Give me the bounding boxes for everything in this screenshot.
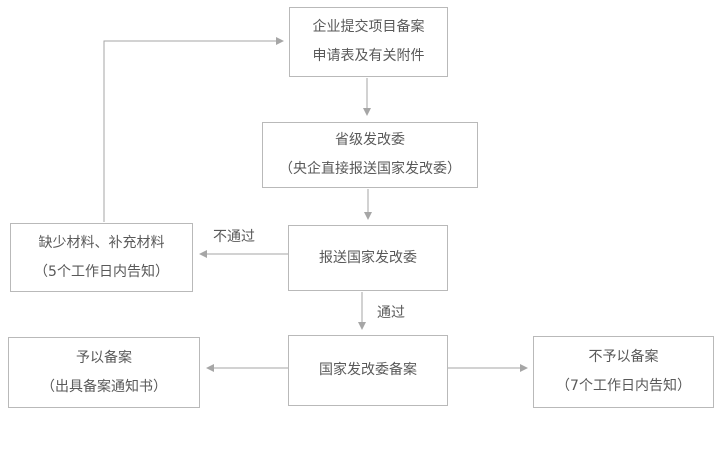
node-filing-granted: 予以备案 （出具备案通知书） <box>8 337 200 408</box>
node-text: （7个工作日内告知） <box>556 378 691 394</box>
edge-label-not-passed: 不通过 <box>213 229 255 245</box>
node-text: 省级发改委 <box>335 132 405 148</box>
node-national-drc-filing: 国家发改委备案 <box>288 335 448 406</box>
edge-label-passed: 通过 <box>377 305 405 321</box>
node-text: 国家发改委备案 <box>319 362 417 378</box>
node-text: 申请表及有关附件 <box>312 48 425 64</box>
node-text: （5个工作日内告知） <box>34 263 169 280</box>
arrow-resubmit <box>103 37 284 222</box>
node-text: （央企直接报送国家发改委） <box>279 161 461 177</box>
node-provincial-drc: 省级发改委 （央企直接报送国家发改委） <box>262 122 478 188</box>
node-text: 企业提交项目备案 <box>312 19 425 35</box>
node-submit-application: 企业提交项目备案 申请表及有关附件 <box>289 7 448 77</box>
node-text: 予以备案 <box>76 349 132 366</box>
node-report-national-drc: 报送国家发改委 <box>288 225 448 291</box>
node-filing-denied: 不予以备案 （7个工作日内告知） <box>533 336 714 408</box>
node-text: 缺少材料、补充材料 <box>38 234 165 251</box>
node-text: （出具备案通知书） <box>41 378 167 395</box>
node-text: 不予以备案 <box>588 349 659 365</box>
node-missing-materials: 缺少材料、补充材料 （5个工作日内告知） <box>10 223 193 292</box>
node-text: 报送国家发改委 <box>319 249 417 266</box>
